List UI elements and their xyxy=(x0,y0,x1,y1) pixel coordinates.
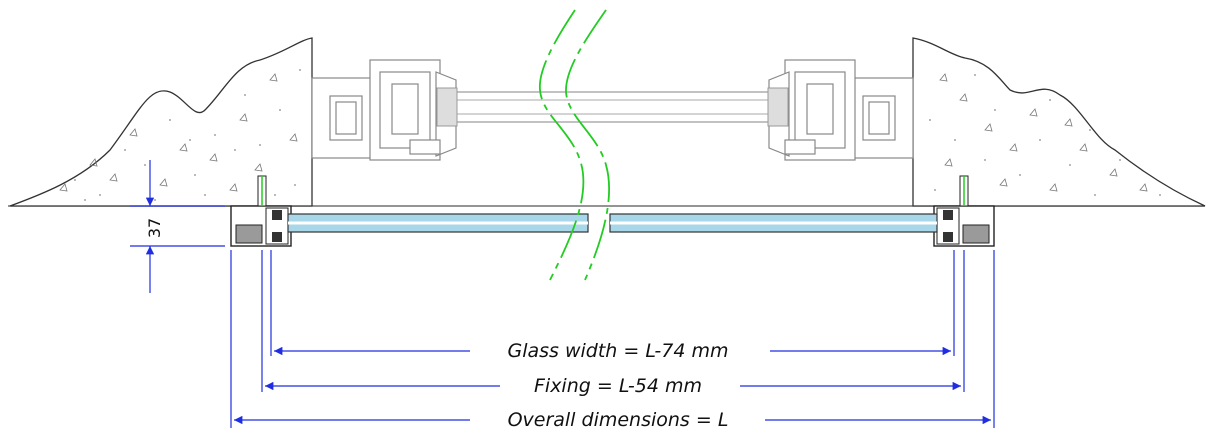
left-concrete-wall xyxy=(9,37,313,207)
upper-window-glazing xyxy=(436,87,789,127)
left-glazing-profile xyxy=(230,175,292,247)
left-window-frame-profile xyxy=(311,59,457,161)
height-dimension: 37 xyxy=(130,160,225,293)
fixing-dimension: Fixing = L-54 mm xyxy=(265,375,961,397)
fixing-label: Fixing = L-54 mm xyxy=(534,375,702,397)
right-glazing-profile xyxy=(933,175,995,247)
overall-label: Overall dimensions = L xyxy=(508,409,729,429)
lower-glass-pane xyxy=(287,213,938,233)
right-window-frame-profile xyxy=(768,59,914,161)
glass-width-dimension: Glass width = L-74 mm xyxy=(274,340,951,362)
glass-width-label: Glass width = L-74 mm xyxy=(507,340,728,362)
right-concrete-wall xyxy=(912,37,1206,207)
height-dimension-label: 37 xyxy=(145,218,164,238)
extension-lines xyxy=(230,250,995,428)
break-lines xyxy=(539,9,610,281)
overall-dimension: Overall dimensions = L xyxy=(234,409,991,429)
